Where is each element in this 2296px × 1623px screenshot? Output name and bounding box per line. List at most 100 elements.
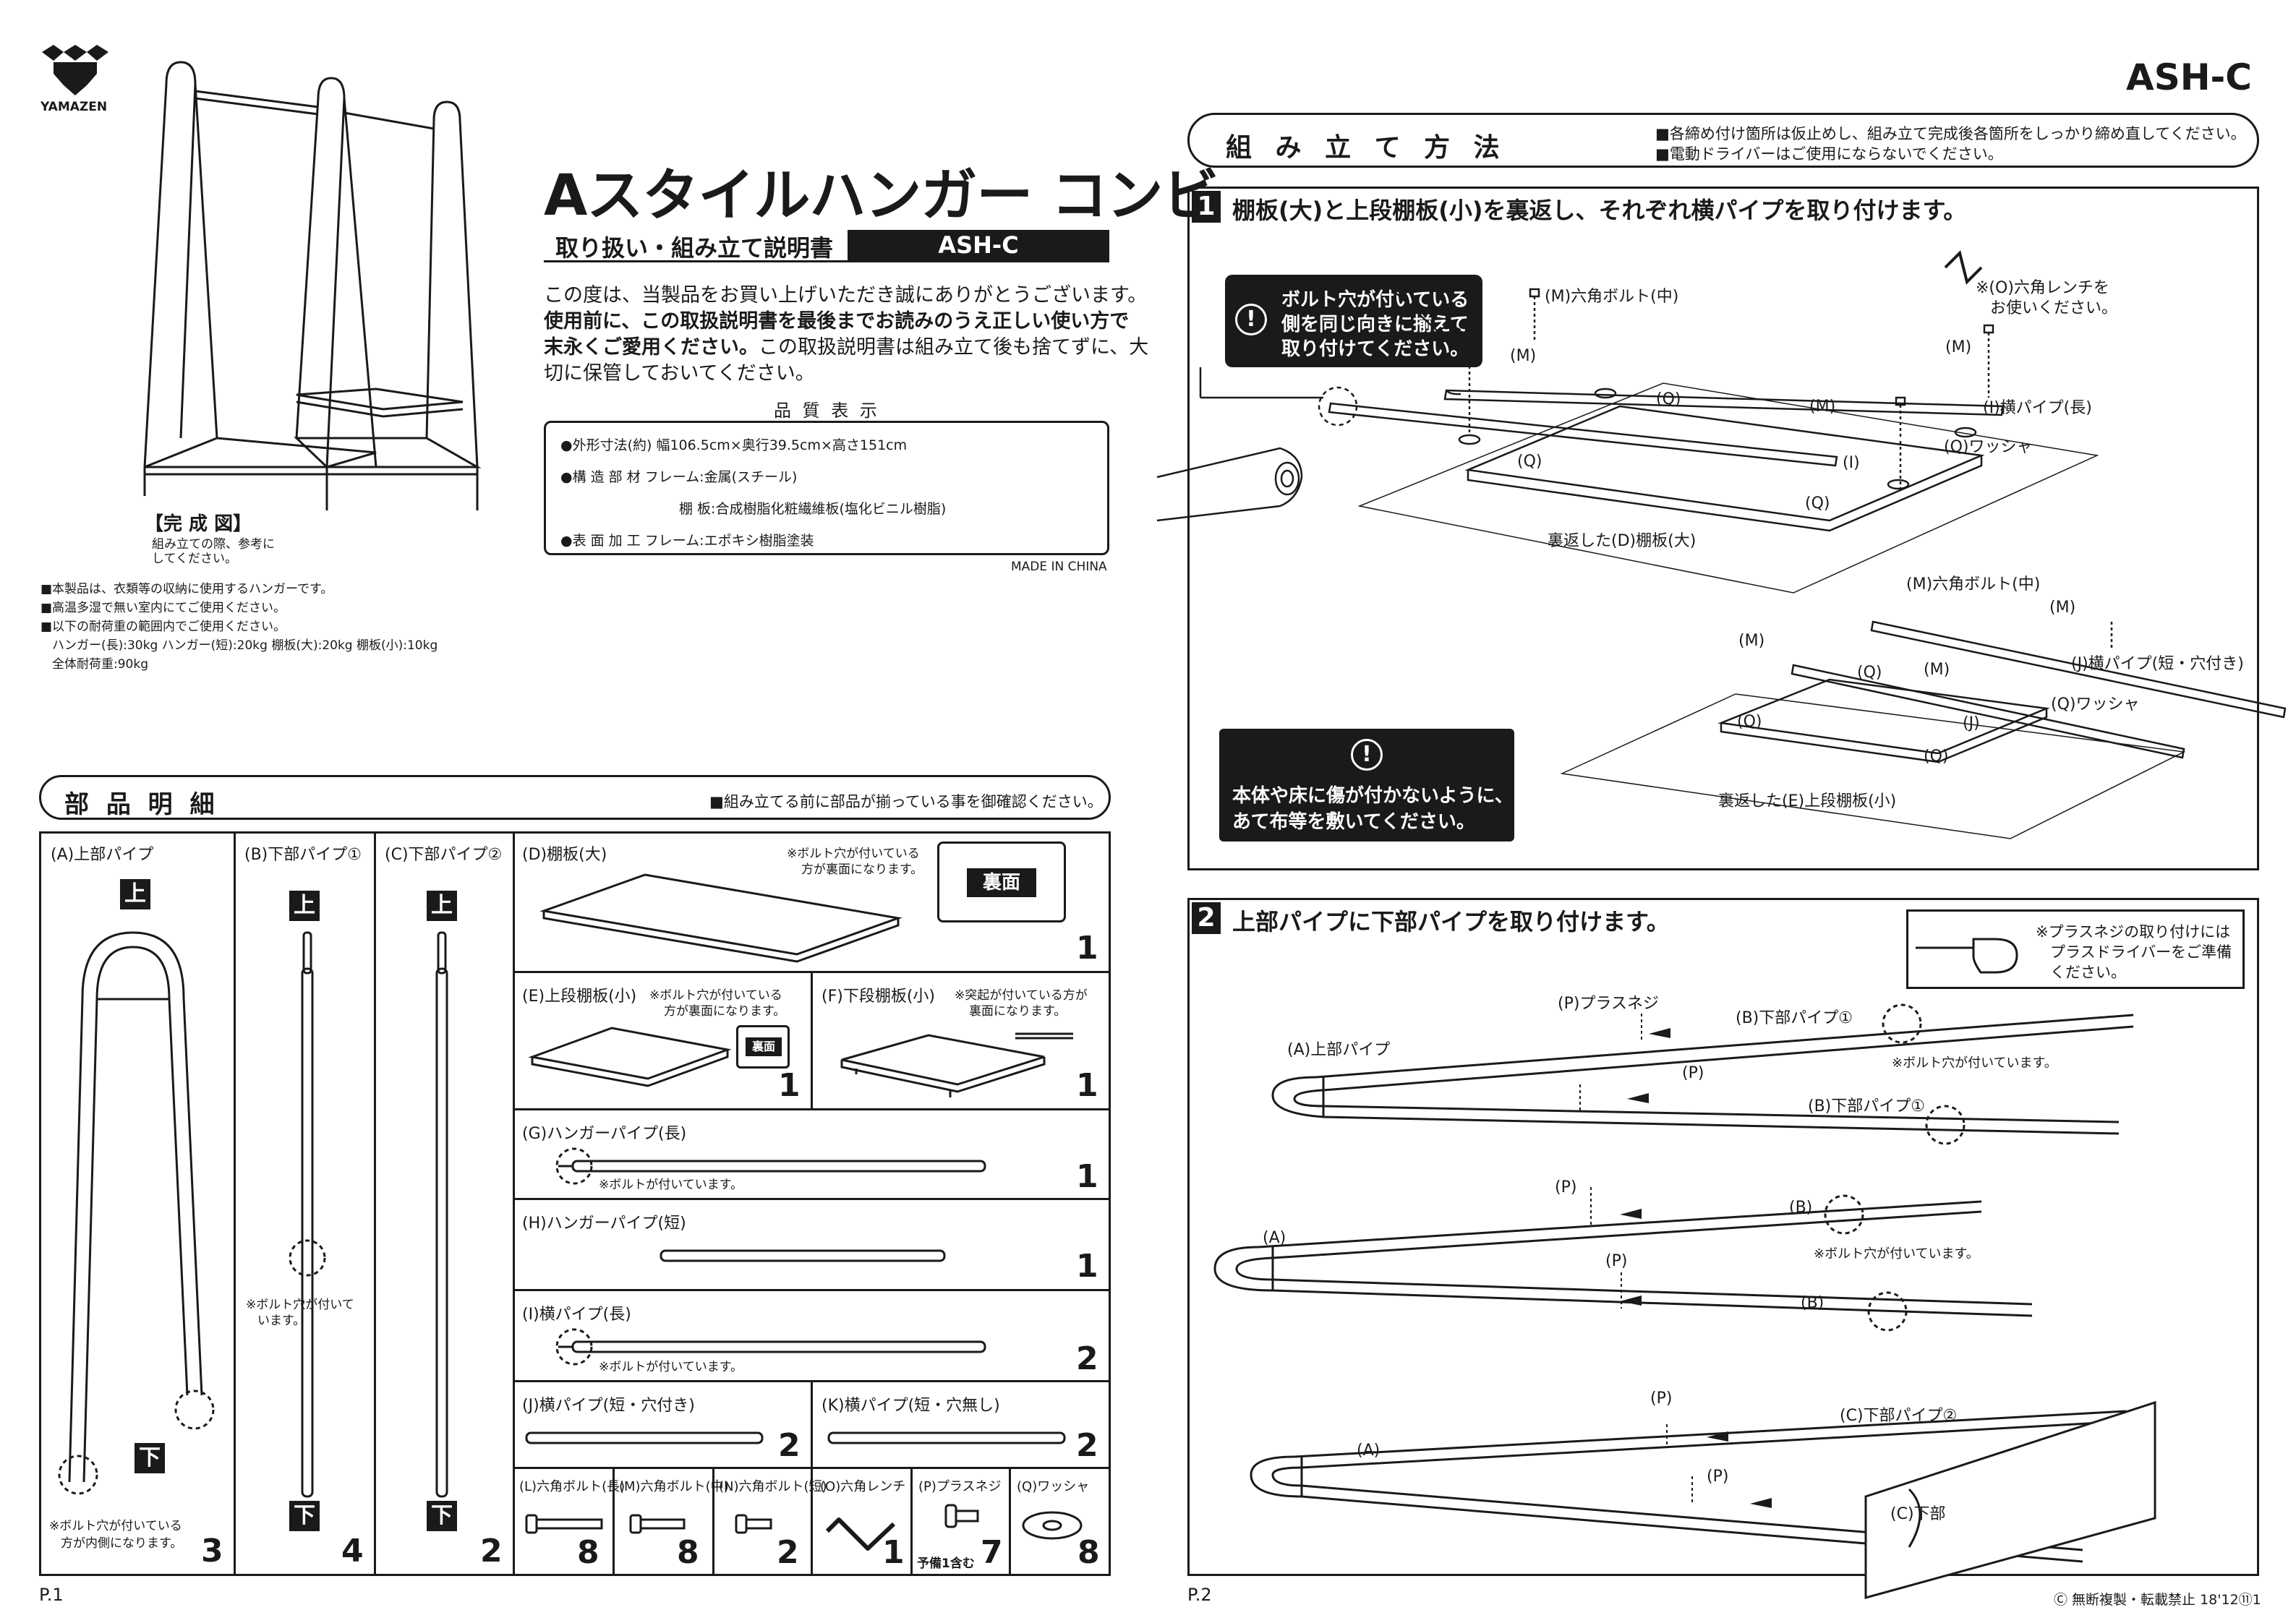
part-O-name: (O)六角レンチ — [820, 1479, 906, 1494]
part-E-note-1: ※ボルト穴が付いている — [649, 988, 782, 1003]
intro-line-3: 末永くご愛用ください。この取扱説明書は組み立て後も捨てずに、大 — [544, 331, 1148, 359]
yamazen-logo-icon — [42, 45, 108, 95]
part-F-note-1: ※突起が付いている方が — [955, 988, 1088, 1003]
top-marker-C: 上 — [427, 891, 457, 921]
part-K-name: (K)横パイプ(短・穴無し) — [821, 1397, 1000, 1415]
part-J-name: (J)横パイプ(短・穴付き) — [522, 1397, 695, 1415]
label-D-flipped: 裏返した(D)棚板(大) — [1548, 532, 1697, 550]
part-C-count: 2 — [480, 1533, 503, 1570]
part-E-back-badge: 裏面 — [746, 1037, 782, 1056]
part-M-cell: (M)六角ボルト(中) 8 — [615, 1469, 729, 1576]
part-F-count: 1 — [1076, 1067, 1098, 1104]
warning-line-1: 本体や床に傷が付かないように、 — [1232, 785, 1514, 807]
label-Q-washer-2: (Q)ワッシャ — [2051, 695, 2140, 714]
quality-size: ●外形寸法(約) 幅106.5cm×奥行39.5cm×高さ151cm — [560, 437, 908, 453]
warning-line-2: あて布等を敷いてください。 — [1232, 811, 1475, 833]
brand-name: YAMAZEN — [40, 100, 108, 114]
label-M-mid-1: (M)六角ボルト(中) — [1545, 288, 1679, 306]
quality-material-2: 棚 板:合成樹脂化粧繊維板(塩化ビニル樹脂) — [679, 501, 947, 517]
label-M-2: (M) — [1945, 338, 1972, 356]
part-L-name: (L)六角ボルト(長) — [519, 1479, 626, 1494]
label-M-6: (M) — [1924, 661, 1950, 679]
step-1-number: 1 — [1192, 191, 1221, 223]
part-H-cell: (H)ハンガーパイプ(短) 1 — [515, 1200, 1111, 1291]
part-C-cell: (C)下部パイプ② 上 下 2 — [376, 831, 515, 1576]
label-M-5: (M) — [1738, 632, 1765, 650]
page-number-2: P.2 — [1187, 1585, 1212, 1605]
label-wrench-2: お使いください。 — [1990, 299, 2118, 317]
step-2-panel — [1187, 898, 2259, 1576]
part-B-name: (B)下部パイプ① — [244, 846, 362, 864]
part-D-name: (D)棚板(大) — [522, 846, 607, 864]
side-pipe-long-illustration — [555, 1328, 986, 1366]
part-P-spare-note: 予備1含む — [917, 1556, 975, 1571]
part-O-cell: (O)六角レンチ 1 — [813, 1469, 913, 1576]
part-F-cell: (F)下段棚板(小) ※突起が付いている方が 裏面になります。 1 — [813, 973, 1111, 1110]
part-A-note-2: 方が内側になります。 — [61, 1536, 183, 1551]
bottom-marker-B: 下 — [289, 1501, 320, 1531]
intro-line-3-bold: 末永くご愛用ください。 — [544, 336, 759, 359]
part-Q-count: 8 — [1077, 1534, 1100, 1571]
label-P-4: (P) — [1650, 1389, 1673, 1408]
assembly-heading-bar: 組 み 立 て 方 法 ■各締め付け箇所は仮止めし、組み立て完成後各箇所をしっか… — [1187, 113, 2259, 168]
shelf-lower-small-illustration — [840, 1032, 1073, 1097]
label-J: (J) — [1963, 714, 1980, 732]
label-P-1: (P) — [1682, 1064, 1704, 1082]
hanger-pipe-short-illustration — [660, 1249, 946, 1262]
completed-note-1: 組み立ての際、参考に — [152, 537, 275, 552]
label-B1-2: (B)下部パイプ① — [1808, 1097, 1925, 1115]
assembly-note-2: ■電動ドライバーはご使用にならないでください。 — [1655, 145, 2003, 163]
part-D-back-badge: 裏面 — [967, 868, 1036, 897]
part-A-name: (A)上部パイプ — [51, 846, 154, 864]
label-C2: (C)下部パイプ② — [1840, 1407, 1958, 1425]
label-J-short: (J)横パイプ(短・穴付き) — [2071, 655, 2244, 673]
part-P-count: 7 — [981, 1534, 1003, 1571]
part-H-name: (H)ハンガーパイプ(短) — [522, 1215, 686, 1233]
part-I-note: ※ボルトが付いています。 — [599, 1360, 743, 1374]
usage-note-4: ハンガー(長):30kg ハンガー(短):20kg 棚板(大):20kg 棚板(… — [52, 638, 438, 653]
lower-pipe-1-illustration — [289, 931, 326, 1498]
part-D-note-2: 方が裏面になります。 — [801, 862, 923, 877]
side-pipe-short-holes-illustration — [525, 1431, 764, 1444]
label-A-1: (A) — [1263, 1229, 1286, 1247]
model-header: ASH-C — [2126, 56, 2252, 98]
part-I-name: (I)横パイプ(長) — [522, 1306, 631, 1324]
screwdriver-note-2: プラスドライバーをご準備 — [2050, 943, 2232, 961]
hex-bolt-medium-icon — [629, 1514, 686, 1534]
hex-wrench-icon — [825, 1517, 896, 1551]
shelf-upper-small-illustration — [528, 1027, 732, 1087]
part-L-cell: (L)六角ボルト(長) 8 — [515, 1469, 625, 1576]
parts-check-note: ■組み立てる前に部品が揃っている事を御確認ください。 — [709, 793, 1103, 810]
label-M-3: (M) — [1809, 398, 1836, 416]
part-D-count: 1 — [1076, 930, 1098, 967]
shelf-large-illustration — [539, 873, 902, 963]
washer-icon — [1022, 1511, 1083, 1540]
label-A-2: (A) — [1357, 1442, 1380, 1460]
hanger-pipe-long-illustration — [555, 1147, 986, 1185]
part-O-count: 1 — [882, 1534, 905, 1571]
step-2-screwdriver-note: ※プラスネジの取り付けには プラスドライバーをご準備 ください。 — [1906, 909, 2245, 989]
screwdriver-note-1: ※プラスネジの取り付けには — [2036, 923, 2231, 941]
label-P-3: (P) — [1605, 1252, 1628, 1270]
part-D-note-1: ※ボルト穴が付いている — [787, 847, 920, 861]
part-F-note-2: 裏面になります。 — [969, 1004, 1067, 1019]
usage-note-2: ■高温多湿で無い室内にてご使用ください。 — [40, 601, 286, 615]
top-marker-B: 上 — [289, 891, 320, 921]
part-B-note-2: います。 — [257, 1314, 306, 1328]
label-Q-1: (Q) — [1656, 390, 1681, 408]
label-B1-1: (B)下部パイプ① — [1736, 1009, 1853, 1027]
label-Q-3: (Q) — [1805, 494, 1830, 513]
label-bolt-note-1: ※ボルト穴が付いています。 — [1892, 1055, 2057, 1071]
label-M-mid-2: (M)六角ボルト(中) — [1906, 575, 2041, 594]
label-P-5: (P) — [1707, 1468, 1729, 1486]
step-2-number: 2 — [1192, 902, 1221, 934]
label-C-cut: (C)下部 — [1890, 1505, 1946, 1523]
quality-material-1: ●構 造 部 材 フレーム:金属(スチール) — [560, 469, 798, 485]
part-A-count: 3 — [201, 1533, 223, 1570]
completed-rack-illustration — [143, 61, 482, 510]
part-E-cell: (E)上段棚板(小) ※ボルト穴が付いている 方が裏面になります。 裏面 1 — [515, 973, 813, 1110]
bottom-marker-C: 下 — [427, 1501, 457, 1531]
callout-line-3: 取り付けてください。 — [1281, 338, 1469, 360]
intro-line-2: 使用前に、この取扱説明書を最後までお読みのうえ正しい使い方で — [544, 310, 1130, 333]
part-P-cell: (P)プラスネジ 予備1含む 7 — [913, 1469, 1011, 1576]
